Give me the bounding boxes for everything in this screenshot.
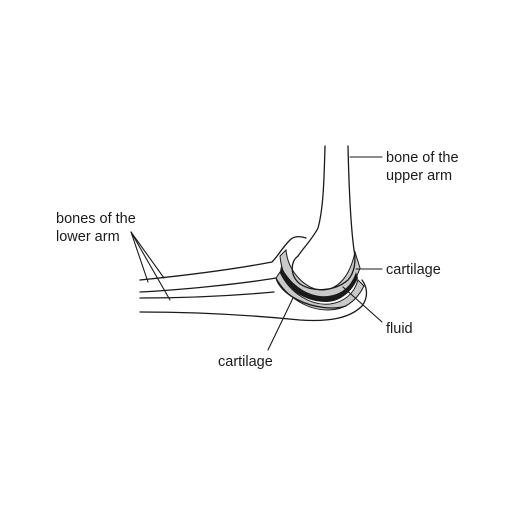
label-cartilage-lower: cartilage: [218, 354, 273, 370]
leader-lower-arm-3: [130, 231, 171, 301]
leader-cartilage-lower: [267, 297, 294, 351]
upper-arm-bone: [297, 145, 355, 257]
label-fluid: fluid: [386, 321, 413, 337]
label-upper-arm-line-1: bone of the: [386, 150, 459, 166]
leader-lower-arm-1: [130, 231, 149, 283]
fluid-band: [280, 266, 358, 302]
leader-fluid: [342, 286, 383, 323]
leader-lower-arm-2: [130, 231, 165, 279]
lower-arm-bone-inner: [139, 291, 275, 299]
label-lower-arm-line-2: lower arm: [56, 229, 120, 245]
humerus-head-outline: [291, 249, 356, 291]
label-lower-arm-bones: bones of the lower arm: [56, 210, 136, 246]
label-lower-arm-line-1: bones of the: [56, 211, 136, 227]
label-upper-arm-line-2: upper arm: [386, 168, 453, 184]
lower-arm-bone-upper: [139, 236, 307, 281]
label-cartilage-upper: cartilage: [386, 262, 441, 278]
label-upper-arm-bone: bone of the upper arm: [386, 149, 459, 185]
lower-arm-bone-lower: [139, 279, 368, 322]
lower-arm-bone-middle: [139, 277, 347, 309]
